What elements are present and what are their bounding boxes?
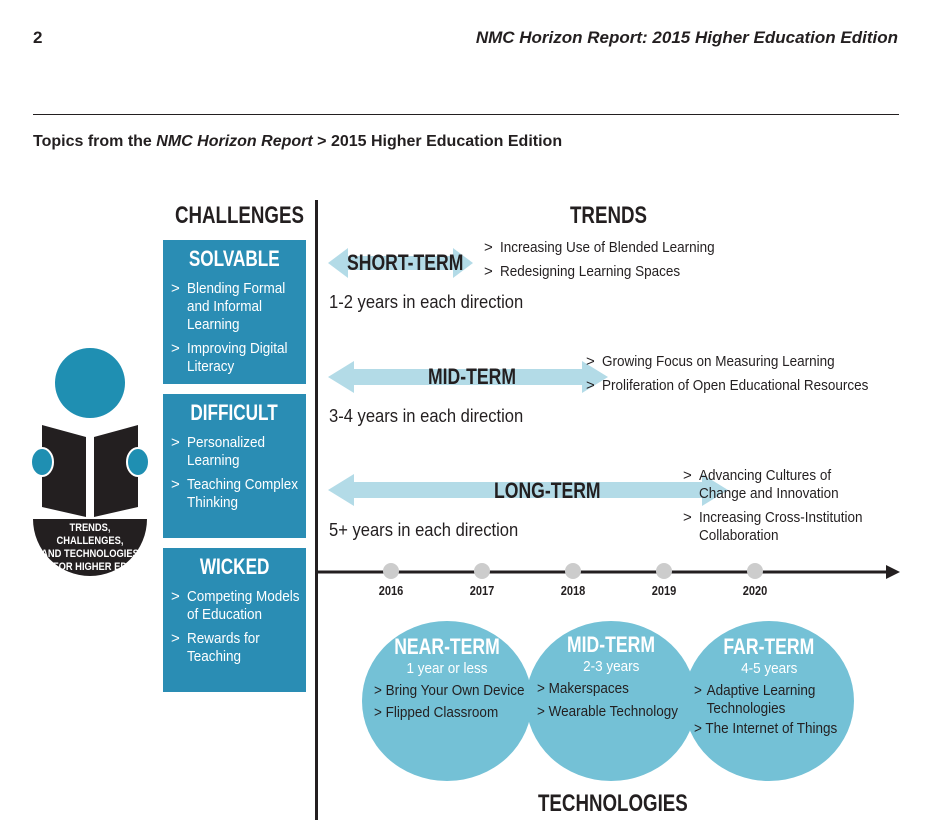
challenge-item-text: Teaching Complex Thinking <box>187 476 299 511</box>
long-term-label: LONG-TERM <box>494 478 601 503</box>
reader-icon <box>30 348 150 576</box>
tech-item-text: Adaptive Learning Technologies <box>706 682 816 717</box>
tech-item: > Wearable Technology <box>537 703 678 720</box>
badge-line-2: AND TECHNOLOGIES <box>41 548 139 560</box>
trend-item-text: Advancing Cultures of Change and Innovat… <box>699 467 839 502</box>
timeline-year: 2020 <box>742 583 768 598</box>
challenge-item-text: Competing Models of Education <box>187 588 300 623</box>
tech-range-far-term: 4-5 years <box>740 660 798 677</box>
timeline-axis <box>316 565 900 579</box>
challenge-box-wicked: WICKED >Competing Models of Education >R… <box>163 548 306 692</box>
timeline-dot <box>565 563 581 579</box>
challenge-item: >Blending Formal and Informal Learning <box>171 280 311 334</box>
challenge-title-wicked: WICKED <box>199 554 270 579</box>
mid-term-label: MID-TERM <box>428 364 516 389</box>
vertical-divider <box>315 200 318 820</box>
challenge-item: >Rewards for Teaching <box>171 630 311 666</box>
book-left-page-icon <box>42 425 86 517</box>
right-hand-icon <box>126 447 150 477</box>
technologies-heading: TECHNOLOGIES <box>538 790 688 817</box>
tech-circle-near-term <box>362 621 532 781</box>
timeline-year: 2017 <box>469 583 495 598</box>
page-number: 2 <box>33 28 43 47</box>
challenge-box-solvable: SOLVABLE >Blending Formal and Informal L… <box>163 240 306 384</box>
badge-line-3: FOR HIGHER ED <box>52 561 128 573</box>
trends-heading: TRENDS <box>570 202 647 229</box>
timeline-dot <box>383 563 399 579</box>
challenges-heading: CHALLENGES <box>175 202 304 229</box>
short-term-label: SHORT-TERM <box>347 250 464 275</box>
subtitle-prefix: Topics from the <box>33 133 157 150</box>
short-term-arrow <box>328 248 473 278</box>
tech-title-near-term: NEAR-TERM <box>394 634 500 659</box>
trend-item-text: Redesigning Learning Spaces <box>500 263 681 280</box>
trend-item: >Increasing Cross-Institution Collaborat… <box>683 509 883 545</box>
tech-item-text: Flipped Classroom <box>385 704 499 721</box>
challenge-item: >Competing Models of Education <box>171 588 311 624</box>
trend-item: >Proliferation of Open Educational Resou… <box>586 377 869 394</box>
mid-term-direction: 3-4 years in each direction <box>329 406 524 426</box>
tech-circle-mid-term <box>526 621 696 781</box>
reader-badge: TRENDS, CHALLENGES, AND TECHNOLOGIES FOR… <box>28 522 152 574</box>
tech-item-text: The Internet of Things <box>705 720 838 737</box>
challenge-item: >Teaching Complex Thinking <box>171 476 311 512</box>
subtitle-suffix: > 2015 Higher Education Edition <box>312 133 563 150</box>
challenge-item: >Personalized Learning <box>171 434 311 470</box>
trend-item-text: Increasing Cross-Institution Collaborati… <box>699 509 863 544</box>
left-hand-icon <box>30 447 54 477</box>
timeline-year: 2016 <box>378 583 404 598</box>
tech-item: > Bring Your Own Device <box>374 682 525 699</box>
tech-range-mid-term: 2-3 years <box>582 658 640 675</box>
trend-item: >Growing Focus on Measuring Learning <box>586 353 835 370</box>
reader-head-icon <box>55 348 125 418</box>
trend-item: >Redesigning Learning Spaces <box>484 263 681 280</box>
tech-circle-far-term <box>684 621 854 781</box>
timeline-year: 2019 <box>651 583 677 598</box>
timeline-dot <box>747 563 763 579</box>
tech-range-near-term: 1 year or less <box>406 660 488 677</box>
trend-item: >Advancing Cultures of Change and Innova… <box>683 467 883 503</box>
challenge-box-difficult: DIFFICULT >Personalized Learning >Teachi… <box>163 394 306 538</box>
trend-item-text: Growing Focus on Measuring Learning <box>602 353 835 370</box>
challenge-title-solvable: SOLVABLE <box>189 246 280 271</box>
tech-title-mid-term: MID-TERM <box>566 632 655 657</box>
timeline-dot <box>474 563 490 579</box>
challenge-title-difficult: DIFFICULT <box>190 400 279 425</box>
trend-item-text: Increasing Use of Blended Learning <box>500 239 715 256</box>
timeline-arrowhead-icon <box>886 565 900 579</box>
tech-title-far-term: FAR-TERM <box>723 634 815 659</box>
mid-term-arrow <box>328 361 608 393</box>
tech-item: > Makerspaces <box>537 680 629 697</box>
tech-item: > The Internet of Things <box>694 720 838 737</box>
book-right-page-icon <box>94 425 138 517</box>
challenge-item-text: Improving Digital Literacy <box>187 340 288 375</box>
tech-item-text: Makerspaces <box>548 680 629 697</box>
tech-item-text: Wearable Technology <box>548 703 678 720</box>
long-term-direction: 5+ years in each direction <box>329 520 519 540</box>
challenge-item-text: Rewards for Teaching <box>187 630 260 665</box>
figure-subtitle: Topics from the NMC Horizon Report > 201… <box>33 133 562 151</box>
tech-item: >Adaptive Learning Technologies <box>694 682 829 718</box>
tech-item-text: Bring Your Own Device <box>385 682 525 699</box>
long-term-arrow <box>328 474 728 506</box>
challenge-item: >Improving Digital Literacy <box>171 340 311 376</box>
badge-line-1: TRENDS, CHALLENGES, <box>56 522 124 547</box>
subtitle-report: NMC Horizon Report <box>156 133 313 150</box>
timeline-year: 2018 <box>560 583 586 598</box>
badge-shape <box>33 519 147 576</box>
short-term-direction: 1-2 years in each direction <box>329 292 524 312</box>
trend-item: >Increasing Use of Blended Learning <box>484 239 715 256</box>
timeline-dot <box>656 563 672 579</box>
challenge-item-text: Blending Formal and Informal Learning <box>187 280 286 333</box>
tech-item: > Flipped Classroom <box>374 704 499 721</box>
trend-item-text: Proliferation of Open Educational Resour… <box>602 377 869 394</box>
running-title: NMC Horizon Report: 2015 Higher Educatio… <box>475 28 898 47</box>
header-rule <box>33 114 899 115</box>
challenge-item-text: Personalized Learning <box>187 434 266 469</box>
